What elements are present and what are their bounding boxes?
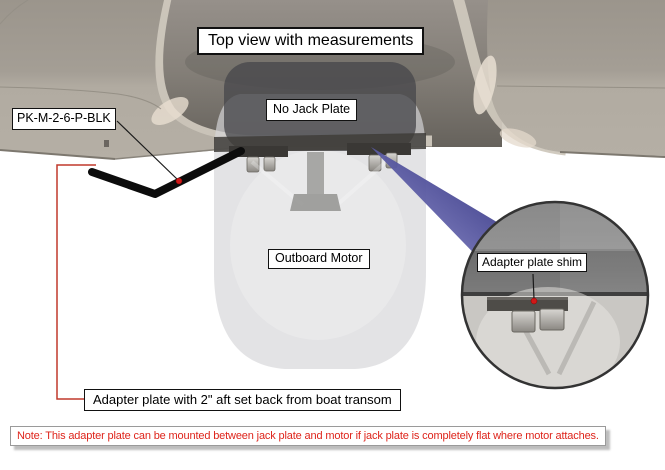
shim-leader-line [532,273,535,300]
hull-edge-right [559,151,665,158]
no-jack-plate-label: No Jack Plate [266,99,358,121]
note-banner: Note: This adapter plate can be mounted … [10,426,606,446]
shim-bar-right [347,143,411,155]
shim-bar-left [229,146,288,157]
part-number-label: PK-M-2-6-P-BLK [12,108,116,130]
callout-bolts [511,308,565,333]
steering-stem [307,152,324,194]
rim-highlight-right-corner [499,128,537,148]
outboard-motor-label: Outboard Motor [268,249,370,269]
rim-highlight-left [151,97,189,125]
deck-seam-left [0,86,162,110]
rim-highlight-right-top [473,55,497,115]
adapter-plate-line [88,147,245,198]
outboard-motor [214,62,426,369]
shim-marker-dot [530,297,538,305]
setback-label: Adapter plate with 2" aft set back from … [84,389,401,412]
motor-cowl-highlight [230,150,406,340]
callout-shim-bar [487,297,568,311]
adapter-plate-shim-label: Adapter plate shim [477,253,588,272]
deck-corner-seam [0,0,29,25]
deck-seam-right [496,85,665,89]
part-number-leader-line [116,120,179,181]
hull-edge-left [0,149,116,160]
deck-right [487,0,665,156]
setback-connector-line [56,164,96,400]
diagram-title: Top view with measurements [197,27,425,55]
part-number-marker-dot [175,177,183,185]
steering-stem-base [290,194,341,211]
zoom-circle-border [460,200,650,390]
hull-drain-detail [104,140,109,147]
